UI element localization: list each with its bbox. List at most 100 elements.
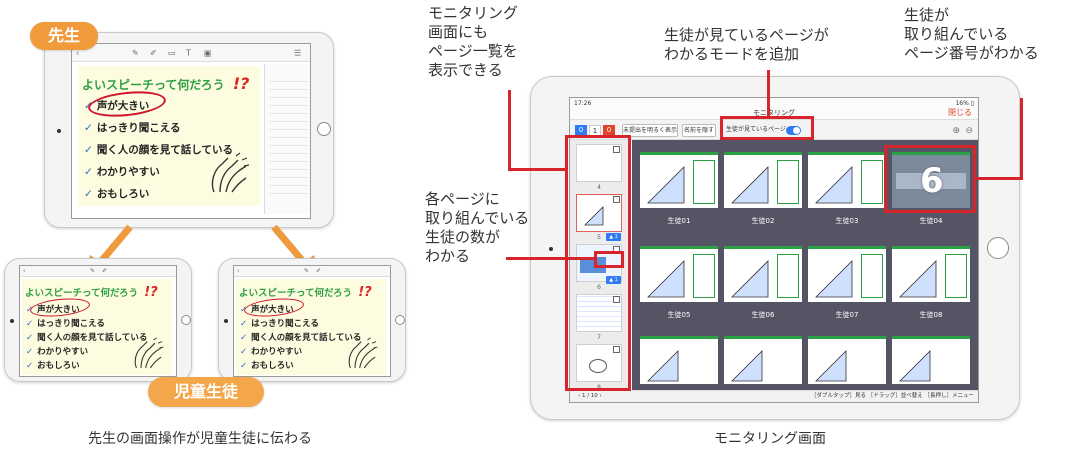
student-name: 生徒02	[751, 217, 775, 225]
student-label: 児童生徒	[148, 377, 264, 407]
home-button[interactable]	[395, 315, 405, 325]
pen-icon[interactable]: ✎	[132, 48, 139, 57]
lesson-slide: よいスピーチって何だろう !? ✓声が大きい ✓はっきり聞こえる ✓聞く人の顔を…	[236, 279, 386, 375]
menu-icon[interactable]: ☰	[294, 48, 302, 57]
page-thumbnail[interactable]	[576, 144, 622, 182]
marker-icon[interactable]: ✐	[316, 267, 322, 275]
marker-icon[interactable]: ✐	[102, 267, 108, 275]
triangle-figure	[731, 166, 769, 204]
home-button[interactable]	[317, 122, 331, 136]
monitor-toolbar: 0 1 0 未提出を明るく表示 名前を隠す 生徒が見ているページ ⊕ ⊖	[570, 120, 978, 140]
page-thumbnail[interactable]	[576, 294, 622, 332]
student-thumbnail[interactable]	[640, 336, 718, 384]
teacher-ipad: ‹ ✎ ✐ ▭ T ▣ ☰ よいスピーチって何だろう !? ✓声が大きい ✓はっ…	[44, 32, 334, 228]
clapping-hands-icon	[211, 152, 250, 193]
back-icon[interactable]: ‹	[237, 267, 240, 275]
student-thumbnail[interactable]	[808, 336, 886, 384]
count-badge[interactable]: 0	[603, 125, 615, 136]
student-thumbnail[interactable]	[892, 246, 970, 302]
panel-row[interactable]	[269, 92, 308, 98]
panel-row[interactable]	[269, 132, 308, 138]
zoom-out-icon[interactable]: ⊖	[965, 126, 973, 136]
student-screen: ‹ ✎ ✐ よいスピーチって何だろう !? ✓声が大きい ✓はっきり聞こえる ✓…	[233, 265, 391, 377]
student-thumbnail[interactable]	[808, 246, 886, 302]
eraser-icon[interactable]: ▭	[168, 48, 176, 57]
check-icon: ✓	[26, 319, 34, 329]
slide-item: ✓聞く人の顔を見て話している	[240, 331, 361, 343]
panel-row[interactable]	[269, 100, 308, 106]
slide-item-text: 声が大きい	[96, 100, 150, 112]
panel-row[interactable]	[269, 172, 308, 178]
panel-row[interactable]	[269, 76, 308, 82]
back-icon[interactable]: ‹	[76, 48, 80, 57]
front-camera	[224, 319, 228, 323]
panel-row[interactable]	[269, 140, 308, 146]
viewing-mode-label: 生徒が見ているページ	[726, 126, 786, 133]
status-battery: 16% ▯	[955, 100, 974, 107]
back-icon[interactable]: ‹	[23, 267, 26, 275]
student-name: 生徒03	[835, 217, 859, 225]
callout-line: 画面にも	[428, 23, 489, 41]
slide-item-text: わかりやすい	[96, 166, 160, 178]
slide-item-text: 声が大きい	[37, 305, 80, 315]
student-thumbnail[interactable]	[724, 152, 802, 208]
check-icon: ✓	[84, 100, 93, 112]
connector-line	[506, 257, 596, 260]
student-thumbnail[interactable]	[724, 246, 802, 302]
triangle-figure	[731, 260, 769, 298]
student-count-badge: ▲ 1	[606, 276, 621, 284]
answer-box	[945, 254, 967, 298]
zoom-in-icon[interactable]: ⊕	[952, 126, 960, 136]
student-ipad-1: ‹ ✎ ✐ よいスピーチって何だろう !? ✓声が大きい ✓はっきり聞こえる ✓…	[4, 258, 192, 382]
panel-row[interactable]	[269, 84, 308, 90]
unsubmitted-highlight-button[interactable]: 未提出を明るく表示	[622, 124, 678, 137]
text-icon[interactable]: T	[186, 48, 191, 57]
slide-item: ✓わかりやすい	[240, 345, 302, 357]
right-caption: モニタリング画面	[714, 431, 826, 447]
lesson-slide: よいスピーチって何だろう !? ✓声が大きい ✓はっきり聞こえる ✓聞く人の顔を…	[78, 66, 260, 206]
count-badge[interactable]: 0	[575, 125, 587, 136]
page-thumbnail[interactable]	[576, 244, 622, 282]
panel-row[interactable]	[269, 148, 308, 154]
student-thumbnail[interactable]	[724, 336, 802, 384]
hide-names-button[interactable]: 名前を隠す	[682, 124, 716, 137]
pen-icon[interactable]: ✎	[304, 267, 310, 275]
connector-line	[508, 168, 568, 171]
panel-row[interactable]	[269, 164, 308, 170]
clapping-hands-icon	[134, 337, 164, 369]
student-thumbnail[interactable]	[892, 336, 970, 384]
home-button[interactable]	[181, 315, 191, 325]
panel-row[interactable]	[269, 188, 308, 194]
callout-line: ページ一覧を	[428, 42, 518, 60]
answer-box	[861, 160, 883, 204]
marker-icon[interactable]: ✐	[150, 48, 157, 57]
pen-icon[interactable]: ✎	[90, 267, 96, 275]
student-thumbnail[interactable]	[640, 152, 718, 208]
panel-row[interactable]	[269, 116, 308, 122]
panel-row[interactable]	[269, 124, 308, 130]
student-thumbnail[interactable]	[808, 152, 886, 208]
close-button[interactable]: 閉じる	[948, 108, 972, 117]
student-thumbnail[interactable]: 6	[892, 152, 970, 208]
image-icon[interactable]: ▣	[204, 48, 212, 57]
slide-item: ✓わかりやすい	[26, 345, 88, 357]
callout-line: モニタリング	[428, 4, 519, 22]
student-thumbnail[interactable]	[640, 246, 718, 302]
callout-line: 取り組んでいる	[425, 209, 530, 227]
connector-line	[767, 70, 770, 118]
slide-item: ✓声が大きい	[26, 303, 80, 315]
slide-item-text: 聞く人の顔を見て話している	[96, 144, 233, 156]
panel-row[interactable]	[269, 180, 308, 186]
teacher-screen: ‹ ✎ ✐ ▭ T ▣ ☰ よいスピーチって何だろう !? ✓声が大きい ✓はっ…	[71, 43, 311, 219]
viewing-mode-toggle[interactable]	[786, 126, 801, 135]
pagination[interactable]: ‹ 1 / 10 ›	[578, 393, 602, 399]
page-thumbnail[interactable]	[576, 194, 622, 232]
home-button[interactable]	[987, 237, 1009, 259]
slide-item-text: おもしろい	[37, 361, 80, 371]
page-number: 6	[597, 284, 601, 291]
highlight-page-number	[884, 145, 976, 213]
page-thumbnail[interactable]	[576, 344, 622, 382]
check-icon: ✓	[26, 333, 34, 343]
panel-row[interactable]	[269, 108, 308, 114]
panel-row[interactable]	[269, 156, 308, 162]
